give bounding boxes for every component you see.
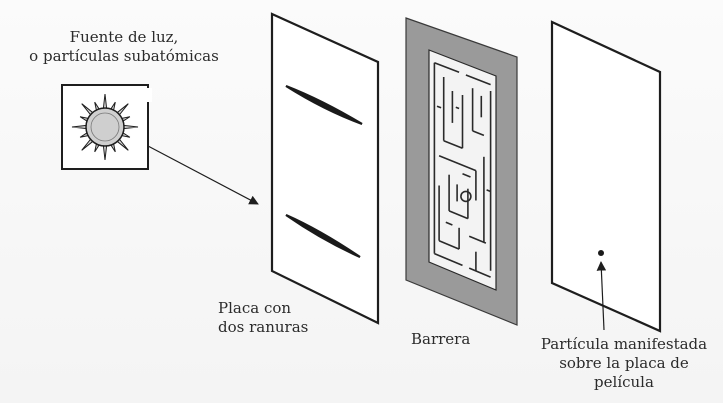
maze-wall bbox=[468, 235, 487, 244]
maze-wall bbox=[448, 210, 469, 220]
maze-center bbox=[460, 190, 472, 203]
light-source-label: Fuente de luz, o partículas subatómicas bbox=[12, 28, 236, 66]
maze-wall bbox=[438, 239, 460, 250]
barrier-label-text: Barrera bbox=[411, 330, 471, 348]
film-screen bbox=[550, 20, 662, 333]
maze-wall bbox=[486, 189, 491, 193]
upper-slit bbox=[285, 84, 363, 126]
maze-wall bbox=[443, 139, 463, 149]
particle-label: Partícula manifestada sobre la placa de … bbox=[526, 335, 722, 392]
slit-plate-label-line-2: dos ranuras bbox=[218, 318, 309, 336]
particle-pointer bbox=[596, 261, 607, 331]
light-source-label-line-1: Fuente de luz, bbox=[69, 28, 179, 46]
slit-plate-label-line-1: Placa con bbox=[218, 299, 292, 317]
maze-wall bbox=[465, 74, 491, 86]
maze-wall bbox=[468, 267, 491, 278]
maze-wall bbox=[434, 61, 460, 74]
light-source bbox=[61, 84, 152, 170]
sun-icon bbox=[71, 93, 139, 161]
slit-plate bbox=[270, 12, 380, 325]
maze-wall bbox=[462, 173, 471, 178]
maze-wall bbox=[455, 106, 460, 110]
slit-plate-label: Placa con dos ranuras bbox=[218, 299, 308, 337]
maze-wall bbox=[472, 130, 485, 137]
particle-label-line-2: sobre la placa de bbox=[559, 354, 689, 372]
maze-wall bbox=[445, 221, 453, 226]
lower-slit bbox=[285, 213, 361, 259]
maze-wall bbox=[434, 252, 463, 267]
maze-pattern bbox=[428, 49, 497, 291]
beam-arrow bbox=[147, 145, 259, 205]
maze-wall bbox=[436, 105, 442, 109]
particle-dot bbox=[598, 250, 604, 256]
particle-label-line-1: Partícula manifestada bbox=[540, 335, 708, 353]
light-source-label-line-2: o partículas subatómicas bbox=[29, 47, 219, 65]
particle-label-line-3: película bbox=[594, 373, 654, 391]
barrier-label: Barrera bbox=[411, 330, 470, 349]
barrier bbox=[405, 17, 518, 326]
maze-wall bbox=[438, 155, 477, 172]
